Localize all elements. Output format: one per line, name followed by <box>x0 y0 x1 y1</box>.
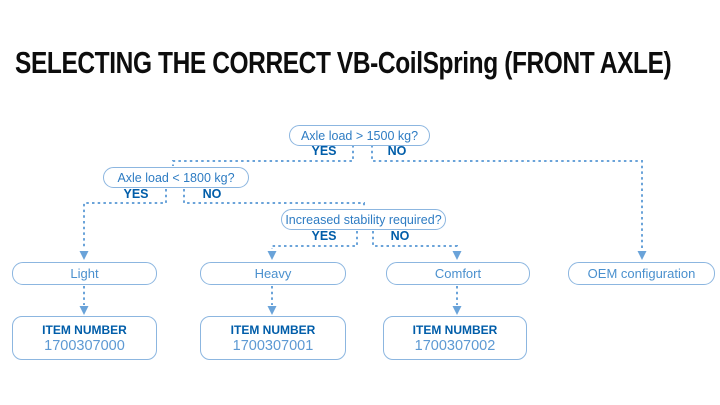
decision-label: Axle load > 1500 kg? <box>300 128 419 143</box>
result-label: Comfort <box>434 266 482 281</box>
item-box-comfort: ITEM NUMBER 1700307002 <box>383 316 527 360</box>
decision-axle-load-1800: Axle load < 1800 kg? <box>103 167 249 188</box>
q3-yes-label: YES <box>311 229 337 243</box>
result-light: Light <box>12 262 157 285</box>
arrowhead-item-2 <box>267 306 277 315</box>
item-number-value: 1700307000 <box>44 337 125 354</box>
item-number-label: ITEM NUMBER <box>412 322 498 337</box>
item-box-heavy: ITEM NUMBER 1700307001 <box>200 316 346 360</box>
q1-no-label: NO <box>387 144 407 158</box>
result-label: OEM configuration <box>587 266 696 281</box>
q1-yes-label: YES <box>311 144 337 158</box>
item-number-label: ITEM NUMBER <box>42 322 127 337</box>
arrowhead-heavy <box>267 251 277 260</box>
arrowhead-oem <box>637 251 647 260</box>
result-label: Light <box>70 266 99 281</box>
result-heavy: Heavy <box>200 262 346 285</box>
decision-label: Axle load < 1800 kg? <box>117 170 235 185</box>
decision-axle-load-1500: Axle load > 1500 kg? <box>289 125 430 146</box>
q3-no-label: NO <box>390 229 410 243</box>
result-oem-configuration: OEM configuration <box>568 262 715 285</box>
decision-increased-stability: Increased stability required? <box>281 209 446 230</box>
result-comfort: Comfort <box>386 262 530 285</box>
connector-q3-no <box>372 231 458 249</box>
connector-q2-no <box>183 189 365 208</box>
connector-q1-yes <box>172 145 354 166</box>
arrowhead-comfort <box>452 251 462 260</box>
connector-q1-no <box>371 145 643 249</box>
page-title: SELECTING THE CORRECT VB-CoilSpring (FRO… <box>15 45 672 80</box>
connector-q2-yes <box>83 189 167 249</box>
item-number-value: 1700307001 <box>232 337 314 354</box>
arrowhead-light <box>79 251 89 260</box>
result-label: Heavy <box>254 266 292 281</box>
connector-q3-yes <box>271 231 358 249</box>
item-box-light: ITEM NUMBER 1700307000 <box>12 316 157 360</box>
item-number-value: 1700307002 <box>414 337 496 354</box>
q2-yes-label: YES <box>123 187 149 201</box>
q2-no-label: NO <box>202 187 222 201</box>
decision-label: Increased stability required? <box>285 212 442 227</box>
arrowhead-item-1 <box>79 306 89 315</box>
item-number-label: ITEM NUMBER <box>230 322 316 337</box>
arrowhead-item-3 <box>452 306 462 315</box>
